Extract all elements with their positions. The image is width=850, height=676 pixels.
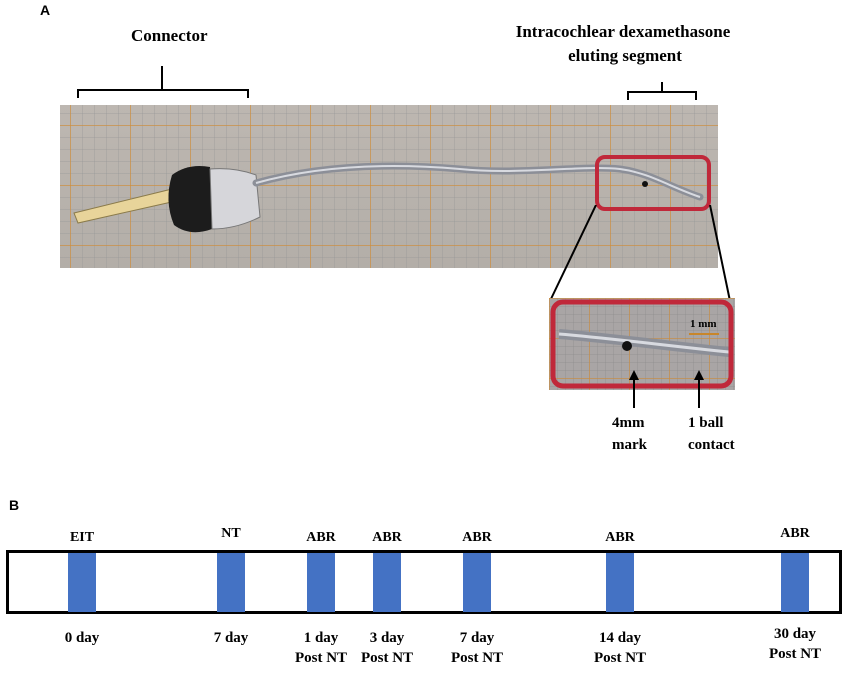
contact-label-line2: contact [688, 437, 735, 453]
mark-label-line1: 4mm [612, 415, 645, 431]
timeline-event-label: ABR [462, 530, 492, 545]
zoom-lines [549, 205, 731, 302]
inset-arrows [629, 370, 704, 408]
timeline-day-line1: 7 day [213, 630, 249, 646]
timeline-day-line2: Post NT [593, 650, 647, 666]
panel-a-label: A [40, 2, 51, 18]
timeline-day-line1: 14 day [598, 630, 642, 646]
timeline-event-label: EIT [69, 530, 95, 545]
timeline-day-line2: Post NT [360, 650, 414, 666]
timeline-bar [373, 553, 401, 612]
timeline-day-line2: Post NT [450, 650, 504, 666]
timeline-day-label: 0 day [32, 628, 132, 648]
connector-label: Connector [131, 26, 208, 45]
segment-label-line2: eluting segment [568, 46, 682, 65]
segment-bracket [627, 82, 697, 100]
timeline-day-line1: 3 day [369, 630, 405, 646]
timeline-day-line1: 7 day [459, 630, 495, 646]
scale-label: 1 mm [690, 318, 717, 330]
mark-label: 4mm mark [612, 412, 647, 456]
timeline-bar [463, 553, 491, 612]
timeline-day-label: 7 day [181, 628, 281, 648]
timeline-event-label: ABR [605, 530, 635, 545]
timeline-bar [606, 553, 634, 612]
timeline-day-line2: Post NT [768, 646, 822, 662]
timeline-day-line2: Post NT [294, 650, 348, 666]
electrode-drawing [73, 155, 711, 233]
mark-label-line2: mark [612, 437, 647, 453]
connector-bracket [77, 66, 249, 98]
timeline-event-label: ABR [372, 530, 402, 545]
timeline-event-label: NT [221, 526, 241, 541]
timeline-day-line1: 1 day [303, 630, 339, 646]
inset-drawing [550, 299, 734, 389]
timeline-bar [217, 553, 245, 612]
timeline-box [6, 550, 842, 614]
timeline-day-line1: 30 day [773, 626, 817, 642]
timeline-event-label: ABR [780, 526, 810, 541]
timeline-bar [781, 553, 809, 612]
timeline-bar [307, 553, 335, 612]
segment-label-line1: Intracochlear dexamethasone [515, 22, 731, 41]
contact-label: 1 ball contact [688, 412, 735, 456]
timeline-day-line1: 0 day [64, 630, 100, 646]
timeline-bar [68, 553, 96, 612]
timeline-event-label: ABR [306, 530, 336, 545]
panel-b-label: B [9, 497, 20, 513]
contact-label-line1: 1 ball [688, 415, 724, 431]
